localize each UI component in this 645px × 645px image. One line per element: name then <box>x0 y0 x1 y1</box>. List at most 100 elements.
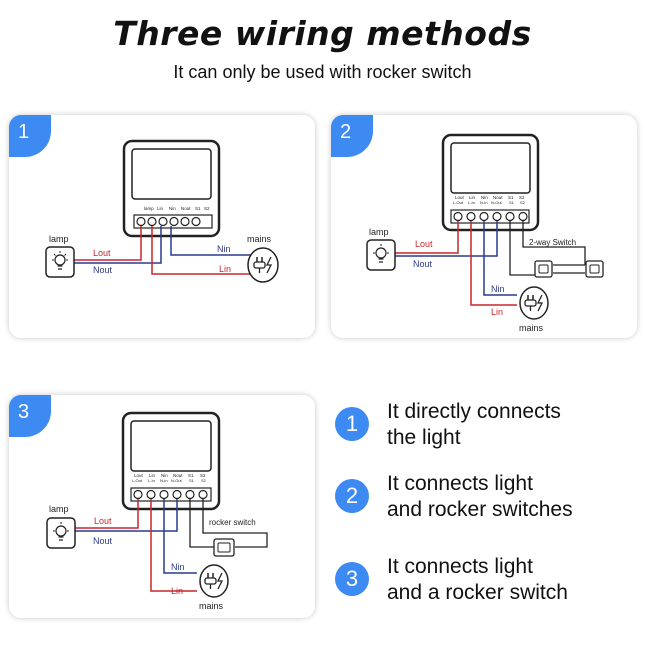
mains-plug-icon <box>519 286 549 320</box>
terminal-label: Lin <box>149 473 156 478</box>
wire-nin <box>163 499 197 574</box>
wire-lout <box>71 499 139 529</box>
wire-nin <box>483 221 517 296</box>
wire-label-lin: Lin <box>171 586 183 596</box>
wire-s1 <box>189 499 214 548</box>
wire-lin <box>470 221 517 306</box>
wire-label-lout: Lout <box>94 516 112 526</box>
terminal-block <box>450 209 530 224</box>
wire-label-nin: Nin <box>171 562 185 572</box>
wire-label-nin: Nin <box>217 244 231 254</box>
terminal-label: S1 <box>508 195 514 200</box>
terminal-label: S1 <box>188 473 194 478</box>
terminal-sublabel: N-Out <box>491 200 503 205</box>
method-item-2: 2 It connects light and rocker switches <box>335 471 635 531</box>
terminal-sublabel: L-In <box>468 200 475 205</box>
wiring-diagram-3: Lout Lin Nin Nout S1 S2 L-Out L-In N-In … <box>46 411 268 611</box>
mains-label: mains <box>519 323 544 333</box>
wire-s1 <box>509 221 535 276</box>
method-text-line: It connects light <box>387 472 533 495</box>
page-subtitle: It can only be used with rocker switch <box>173 62 472 82</box>
wire-nout <box>393 221 498 257</box>
wiring-panel-3: Lout Lin Nin Nout S1 S2 L-Out L-In N-In … <box>9 395 315 618</box>
method-number-badge: 1 <box>335 407 369 441</box>
wire-label-nout: Nout <box>93 265 113 275</box>
method-item-3: 3 It connects light and a rocker switch <box>335 554 635 614</box>
terminal-sublabel: L-Out <box>453 200 464 205</box>
method-number-badge: 2 <box>335 479 369 513</box>
lamp-icon <box>45 246 75 278</box>
terminal-label: Lout <box>134 473 144 478</box>
lamp-label: lamp <box>369 227 389 237</box>
page-title: Three wiring methods <box>113 14 532 53</box>
terminal-label: Lin <box>157 206 164 211</box>
terminal-label: Nout <box>181 206 191 211</box>
method-text-line: It directly connects <box>387 400 561 423</box>
terminal-sublabel: S2 <box>520 200 526 205</box>
mains-label: mains <box>199 601 224 611</box>
terminal-sublabel: S1 <box>189 478 195 483</box>
wiring-diagram-1: lamp Lin Nin Nout S1 S2 Lout Nout Nin Li… <box>45 139 279 283</box>
wire-label-nout: Nout <box>413 259 433 269</box>
terminal-label: Lin <box>469 195 476 200</box>
terminal-label: Lout <box>455 195 465 200</box>
lamp-icon <box>366 239 396 271</box>
method-text-line: and a rocker switch <box>387 581 568 604</box>
wire-lin <box>151 226 255 275</box>
terminal-sublabel: N-Out <box>171 478 183 483</box>
wiring-panel-1: lamp Lin Nin Nout S1 S2 Lout Nout Nin Li… <box>9 115 315 338</box>
mains-plug-icon <box>247 247 279 283</box>
terminal-label: S1 <box>195 206 201 211</box>
mains-plug-icon <box>199 564 229 598</box>
terminal-label: Nin <box>481 195 488 200</box>
module-body <box>121 411 221 511</box>
wire-s2 <box>522 221 586 265</box>
wire-lout <box>72 226 142 261</box>
switch-icon <box>585 260 604 278</box>
lamp-icon <box>46 517 76 549</box>
wire-s2 <box>202 499 268 548</box>
terminal-label: S2 <box>519 195 525 200</box>
wire-lout <box>393 221 459 254</box>
terminal-sublabel: N-In <box>160 478 168 483</box>
wire-label-lin: Lin <box>219 264 231 274</box>
switch-icon <box>534 260 553 278</box>
method-number-badge: 3 <box>335 562 369 596</box>
wire-nout <box>72 226 162 264</box>
terminal-label: Nout <box>493 195 503 200</box>
mains-label: mains <box>247 234 272 244</box>
terminal-screws <box>453 211 528 222</box>
terminal-sublabel: L-In <box>148 478 155 483</box>
terminal-sublabel: N-In <box>480 200 488 205</box>
terminal-label: S2 <box>200 473 206 478</box>
wiring-diagram-2: Lout Lin Nin Nout S1 S2 L-Out L-In N-In … <box>366 133 604 333</box>
terminal-label: Nin <box>161 473 168 478</box>
module-body <box>441 133 540 232</box>
wire-label-lin: Lin <box>491 307 503 317</box>
wire-label-nin: Nin <box>491 284 505 294</box>
wiring-panel-2: Lout Lin Nin Nout S1 S2 L-Out L-In N-In … <box>331 115 637 338</box>
terminal-screws <box>136 216 201 227</box>
terminal-label: lamp <box>144 206 154 211</box>
method-text-line: It connects light <box>387 555 533 578</box>
wire-nout <box>71 499 178 532</box>
wire-label-lout: Lout <box>93 248 111 258</box>
terminal-sublabel: S2 <box>201 478 207 483</box>
wire-lin <box>150 499 197 592</box>
module-face <box>131 148 212 200</box>
method-text-line: and rocker switches <box>387 498 573 521</box>
terminal-label: S2 <box>204 206 210 211</box>
terminal-sublabel: S1 <box>509 200 515 205</box>
switch-label: rocker switch <box>209 518 256 527</box>
method-item-1: 1 It directly connects the light <box>335 399 635 459</box>
module-face <box>130 420 212 472</box>
wire-label-lout: Lout <box>415 239 433 249</box>
wire-label-nout: Nout <box>93 536 113 546</box>
module-face <box>450 142 531 194</box>
terminal-label: Nout <box>173 473 183 478</box>
lamp-label: lamp <box>49 234 69 244</box>
terminal-label: Nin <box>169 206 176 211</box>
rocker-switch-icon <box>213 538 235 557</box>
lamp-label: lamp <box>49 504 69 514</box>
switch-label: 2-way Switch <box>529 238 576 247</box>
